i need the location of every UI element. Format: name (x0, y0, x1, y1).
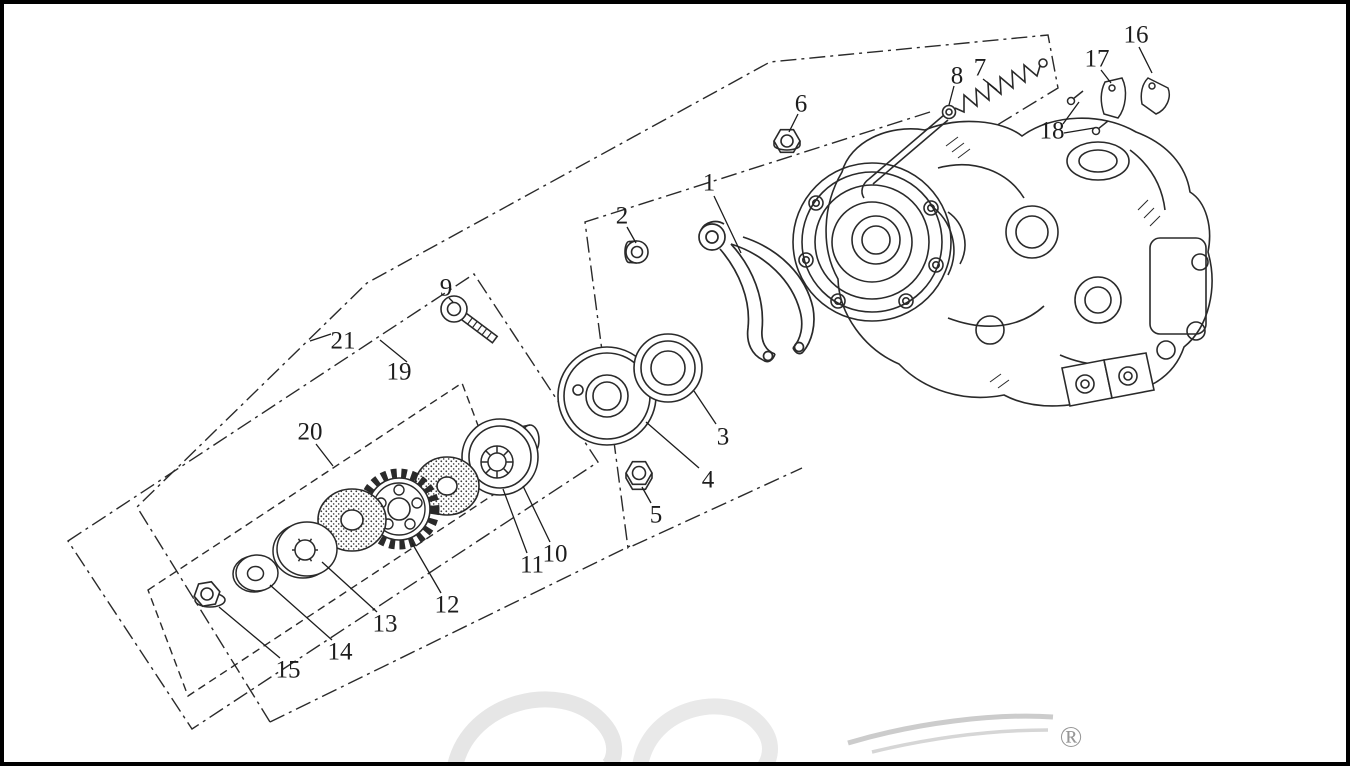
callout-14: 14 (328, 639, 354, 666)
part-14-washer (232, 554, 279, 593)
callout-7: 7 (974, 55, 987, 82)
callout-15: 15 (276, 657, 301, 684)
part-8-washer (941, 104, 957, 120)
part-7-spring (954, 63, 1041, 114)
part-18-screws (1066, 90, 1109, 136)
registered-trademark-symbol: ® (1060, 721, 1083, 754)
callout-11: 11 (520, 552, 544, 579)
callout-19: 19 (387, 359, 412, 386)
part-2-bushing (624, 240, 649, 264)
mounting-lugs (1061, 352, 1155, 407)
callout-12: 12 (435, 592, 460, 619)
watermark-shapes (447, 691, 1054, 766)
spring-and-rod (861, 58, 1048, 199)
callout-13: 13 (373, 611, 398, 638)
callout-21: 21 (331, 328, 356, 355)
part-6-nut (773, 128, 801, 154)
part-3-bearing (633, 333, 703, 403)
part-13-drive-plate (272, 521, 338, 579)
callout-10: 10 (543, 541, 568, 568)
callout-17: 17 (1085, 46, 1110, 73)
part-4-plate (557, 346, 657, 446)
part-1-release-arm (698, 220, 815, 363)
callout-1: 1 (703, 170, 716, 197)
callout-labels: 1 2 3 4 5 6 7 8 9 10 11 12 13 14 15 16 1… (276, 22, 1149, 684)
group-box-21 (136, 34, 1059, 723)
callout-6: 6 (795, 91, 808, 118)
callout-2: 2 (616, 203, 629, 230)
callout-5: 5 (650, 502, 663, 529)
engine-crankcase (792, 117, 1213, 407)
callout-3: 3 (717, 424, 730, 451)
part-17-plate (1100, 77, 1127, 119)
callout-20: 20 (298, 419, 323, 446)
part-15-nut (193, 580, 226, 608)
group-box-21-bottom-edge (269, 545, 631, 723)
adjuster-rod (861, 114, 949, 199)
callout-18: 18 (1040, 118, 1065, 145)
hatching (945, 136, 1161, 389)
friction-disc-a (317, 488, 387, 552)
small-parts-16-17-18 (1066, 77, 1170, 136)
callout-16: 16 (1124, 22, 1149, 49)
callout-4: 4 (702, 467, 715, 494)
group-box-19 (67, 273, 599, 730)
group-box-20 (147, 381, 503, 698)
part-9-bolt (440, 295, 499, 344)
callout-8: 8 (951, 63, 964, 90)
callout-leader-lines (218, 46, 1153, 659)
callout-9: 9 (440, 275, 453, 302)
part-16-plate (1140, 77, 1170, 115)
clutch-cover-bolt-holes (798, 195, 944, 309)
part-11-clutch-hub (480, 445, 514, 479)
part-5-nut (625, 460, 653, 491)
